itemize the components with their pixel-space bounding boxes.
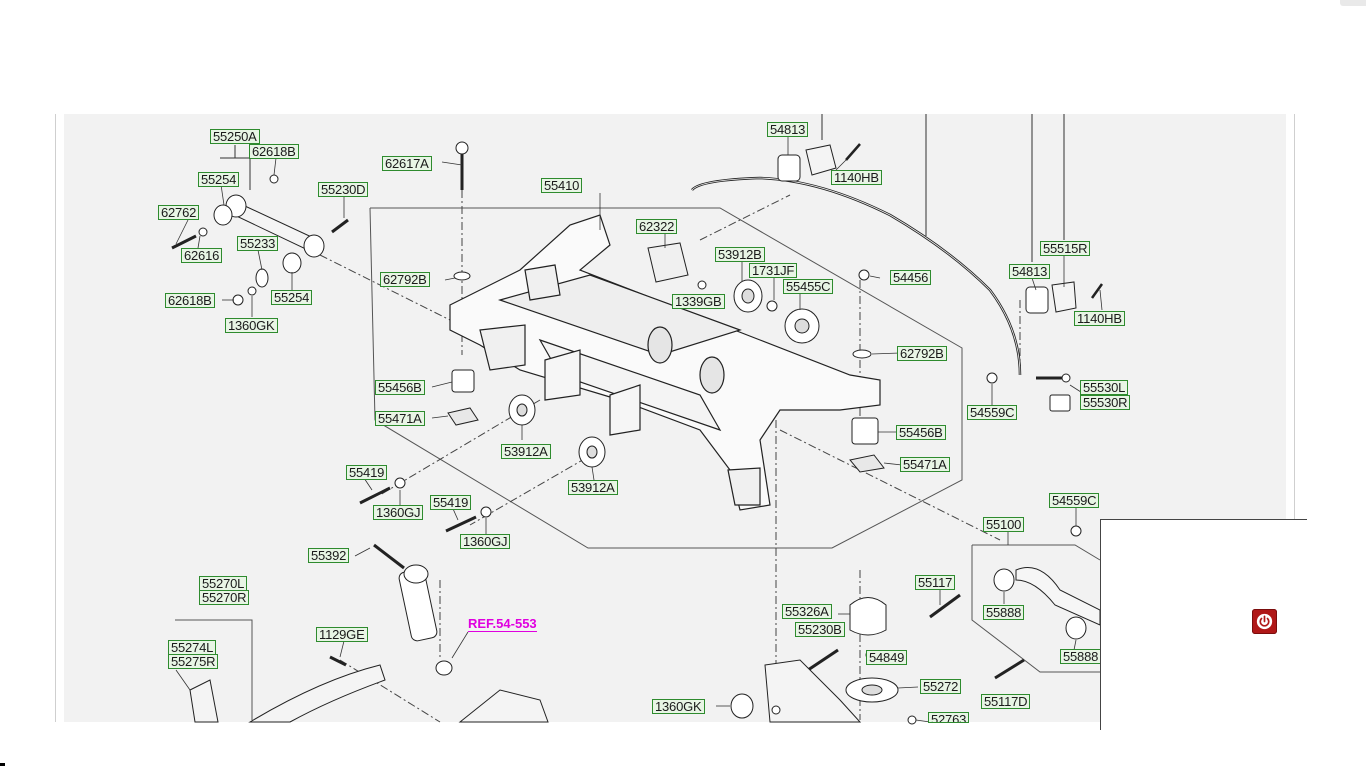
part-label-53912B[interactable]: 53912B [715,247,765,262]
part-label-1140HB[interactable]: 1140HB [1074,311,1125,326]
part-label-55272[interactable]: 55272 [920,679,962,694]
part-label-55270L[interactable]: 55270L [199,576,248,591]
diagram-right-border [1294,114,1295,722]
part-label-55100[interactable]: 55100 [983,517,1025,532]
part-label-62616[interactable]: 62616 [181,248,223,263]
part-label-54813[interactable]: 54813 [767,122,809,137]
part-label-55530L[interactable]: 55530L [1080,380,1129,395]
part-label-55117D[interactable]: 55117D [981,694,1031,709]
part-label-55530R[interactable]: 55530R [1080,395,1131,410]
reference-link[interactable]: REF.54-553 [468,616,537,632]
power-button[interactable] [1252,609,1277,634]
part-label-1360GK[interactable]: 1360GK [652,699,705,714]
part-label-62792B[interactable]: 62792B [380,272,430,287]
part-label-55392[interactable]: 55392 [308,548,350,563]
part-label-53912A[interactable]: 53912A [501,444,551,459]
part-label-54559C[interactable]: 54559C [967,405,1018,420]
part-label-55456B[interactable]: 55456B [896,425,946,440]
part-label-54813[interactable]: 54813 [1009,264,1051,279]
window-corner [1340,0,1366,6]
part-label-55270R[interactable]: 55270R [199,590,250,605]
part-label-1339GB[interactable]: 1339GB [672,294,725,309]
part-label-55230D[interactable]: 55230D [318,182,369,197]
part-label-55456B[interactable]: 55456B [375,380,425,395]
part-label-55888[interactable]: 55888 [983,605,1025,620]
part-label-55419[interactable]: 55419 [346,465,388,480]
corner-marker [0,763,5,766]
part-label-55326A[interactable]: 55326A [782,604,832,619]
part-label-55254[interactable]: 55254 [271,290,313,305]
part-label-1360GJ[interactable]: 1360GJ [373,505,424,520]
power-icon [1256,613,1273,630]
part-label-62322[interactable]: 62322 [636,219,678,234]
part-label-1360GJ[interactable]: 1360GJ [460,534,511,549]
part-label-62792B[interactable]: 62792B [897,346,947,361]
part-label-1360GK[interactable]: 1360GK [225,318,278,333]
part-label-62618B[interactable]: 62618B [249,144,299,159]
part-label-55419[interactable]: 55419 [430,495,472,510]
part-label-55471A[interactable]: 55471A [375,411,425,426]
diagram-left-border [55,114,56,722]
part-label-55275R[interactable]: 55275R [168,654,219,669]
part-label-55410[interactable]: 55410 [541,178,583,193]
part-label-54559C[interactable]: 54559C [1049,493,1100,508]
part-label-55274L[interactable]: 55274L [168,640,217,655]
part-label-1129GE[interactable]: 1129GE [316,627,368,642]
part-label-55471A[interactable]: 55471A [900,457,950,472]
part-label-62762[interactable]: 62762 [158,205,200,220]
part-label-55250A[interactable]: 55250A [210,129,260,144]
part-label-55888[interactable]: 55888 [1060,649,1102,664]
part-label-55455C[interactable]: 55455C [783,279,834,294]
part-label-55117[interactable]: 55117 [915,575,956,590]
part-label-55230B[interactable]: 55230B [795,622,845,637]
part-label-52763[interactable]: 52763 [928,712,970,723]
part-label-1731JF[interactable]: 1731JF [749,263,798,278]
part-label-62618B[interactable]: 62618B [165,293,215,308]
part-label-55233[interactable]: 55233 [237,236,279,251]
part-label-55254[interactable]: 55254 [198,172,240,187]
part-label-54456[interactable]: 54456 [890,270,932,285]
part-label-1140HB[interactable]: 1140HB [831,170,882,185]
part-label-55515R[interactable]: 55515R [1040,241,1091,256]
part-label-62617A[interactable]: 62617A [382,156,432,171]
part-label-54849[interactable]: 54849 [866,650,908,665]
part-label-53912A[interactable]: 53912A [568,480,618,495]
